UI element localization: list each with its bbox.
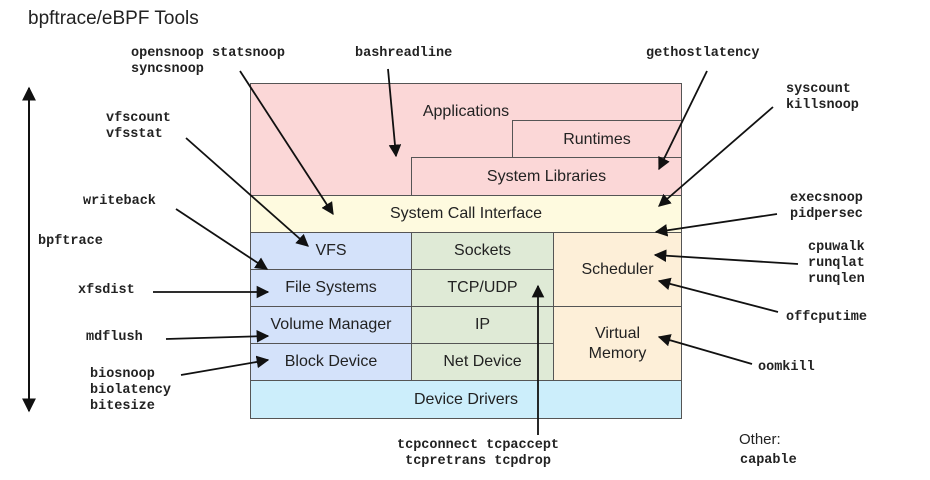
other-label: Other: bbox=[739, 431, 781, 448]
tool-bashreadline: bashreadline bbox=[355, 46, 453, 61]
tool-tcpconnect-tcpaccept-tcpretrans-tcpdrop: tcpconnect tcpaccept tcpretrans tcpdrop bbox=[397, 438, 560, 469]
layer-block-device: Block Device bbox=[250, 343, 412, 381]
layer-vfs-label: VFS bbox=[315, 242, 347, 260]
tool-offcputime: offcputime bbox=[786, 310, 868, 325]
tool-mdflush: mdflush bbox=[86, 330, 143, 345]
layer-ip-label: IP bbox=[474, 316, 491, 334]
layer-block-device-label: Block Device bbox=[284, 353, 378, 371]
layer-sockets: Sockets bbox=[411, 232, 554, 270]
layer-file-systems-label: File Systems bbox=[285, 279, 377, 297]
layer-scheduler: Scheduler bbox=[553, 232, 682, 307]
layer-net-device: Net Device bbox=[411, 343, 554, 381]
diagram-title: bpftrace/eBPF Tools bbox=[28, 8, 199, 29]
tool-cpuwalk-runqlat-runqlen: cpuwalk runqlat runqlen bbox=[808, 240, 865, 287]
tool-vfscount-vfsstat: vfscount vfsstat bbox=[106, 111, 171, 142]
layer-system-libraries: System Libraries bbox=[411, 157, 682, 196]
layer-device-drivers: Device Drivers bbox=[250, 380, 682, 419]
layer-vfs: VFS bbox=[250, 232, 412, 270]
tool-xfsdist: xfsdist bbox=[78, 283, 135, 298]
layer-net-device-label: Net Device bbox=[443, 353, 522, 371]
tool-biosnoop-biolatency-bitesize: biosnoop biolatency bitesize bbox=[90, 367, 172, 414]
tool-oomkill: oomkill bbox=[758, 360, 815, 375]
tool-syscount-killsnoop: syscount killsnoop bbox=[786, 82, 859, 113]
layer-system-call-interface: System Call Interface bbox=[250, 195, 682, 233]
layer-runtimes-label: Runtimes bbox=[563, 130, 631, 148]
layer-tcp-udp: TCP/UDP bbox=[411, 269, 554, 307]
bpftrace-label: bpftrace bbox=[38, 234, 103, 249]
layer-virtual-memory: Virtual Memory bbox=[553, 306, 682, 381]
layer-ip: IP bbox=[411, 306, 554, 344]
tool-writeback: writeback bbox=[83, 194, 156, 209]
layer-system-call-interface-label: System Call Interface bbox=[389, 205, 543, 223]
layer-tcp-udp-label: TCP/UDP bbox=[447, 279, 518, 297]
layer-sockets-label: Sockets bbox=[454, 242, 511, 260]
layer-applications-label: Applications bbox=[422, 103, 510, 120]
tool-opensnoop-statsnoop-syncsnoop: opensnoop statsnoop syncsnoop bbox=[131, 46, 285, 77]
layer-volume-manager-label: Volume Manager bbox=[270, 316, 392, 334]
layer-scheduler-label: Scheduler bbox=[581, 260, 654, 278]
layer-volume-manager: Volume Manager bbox=[250, 306, 412, 344]
layer-system-libraries-label: System Libraries bbox=[486, 167, 607, 185]
layer-runtimes: Runtimes bbox=[512, 120, 682, 159]
layer-virtual-memory-label: Virtual Memory bbox=[588, 325, 647, 362]
tool-gethostlatency: gethostlatency bbox=[646, 46, 760, 61]
tool-capable: capable bbox=[740, 453, 797, 468]
layer-file-systems: File Systems bbox=[250, 269, 412, 307]
layer-device-drivers-label: Device Drivers bbox=[413, 390, 518, 408]
tool-execsnoop-pidpersec: execsnoop pidpersec bbox=[790, 191, 863, 222]
